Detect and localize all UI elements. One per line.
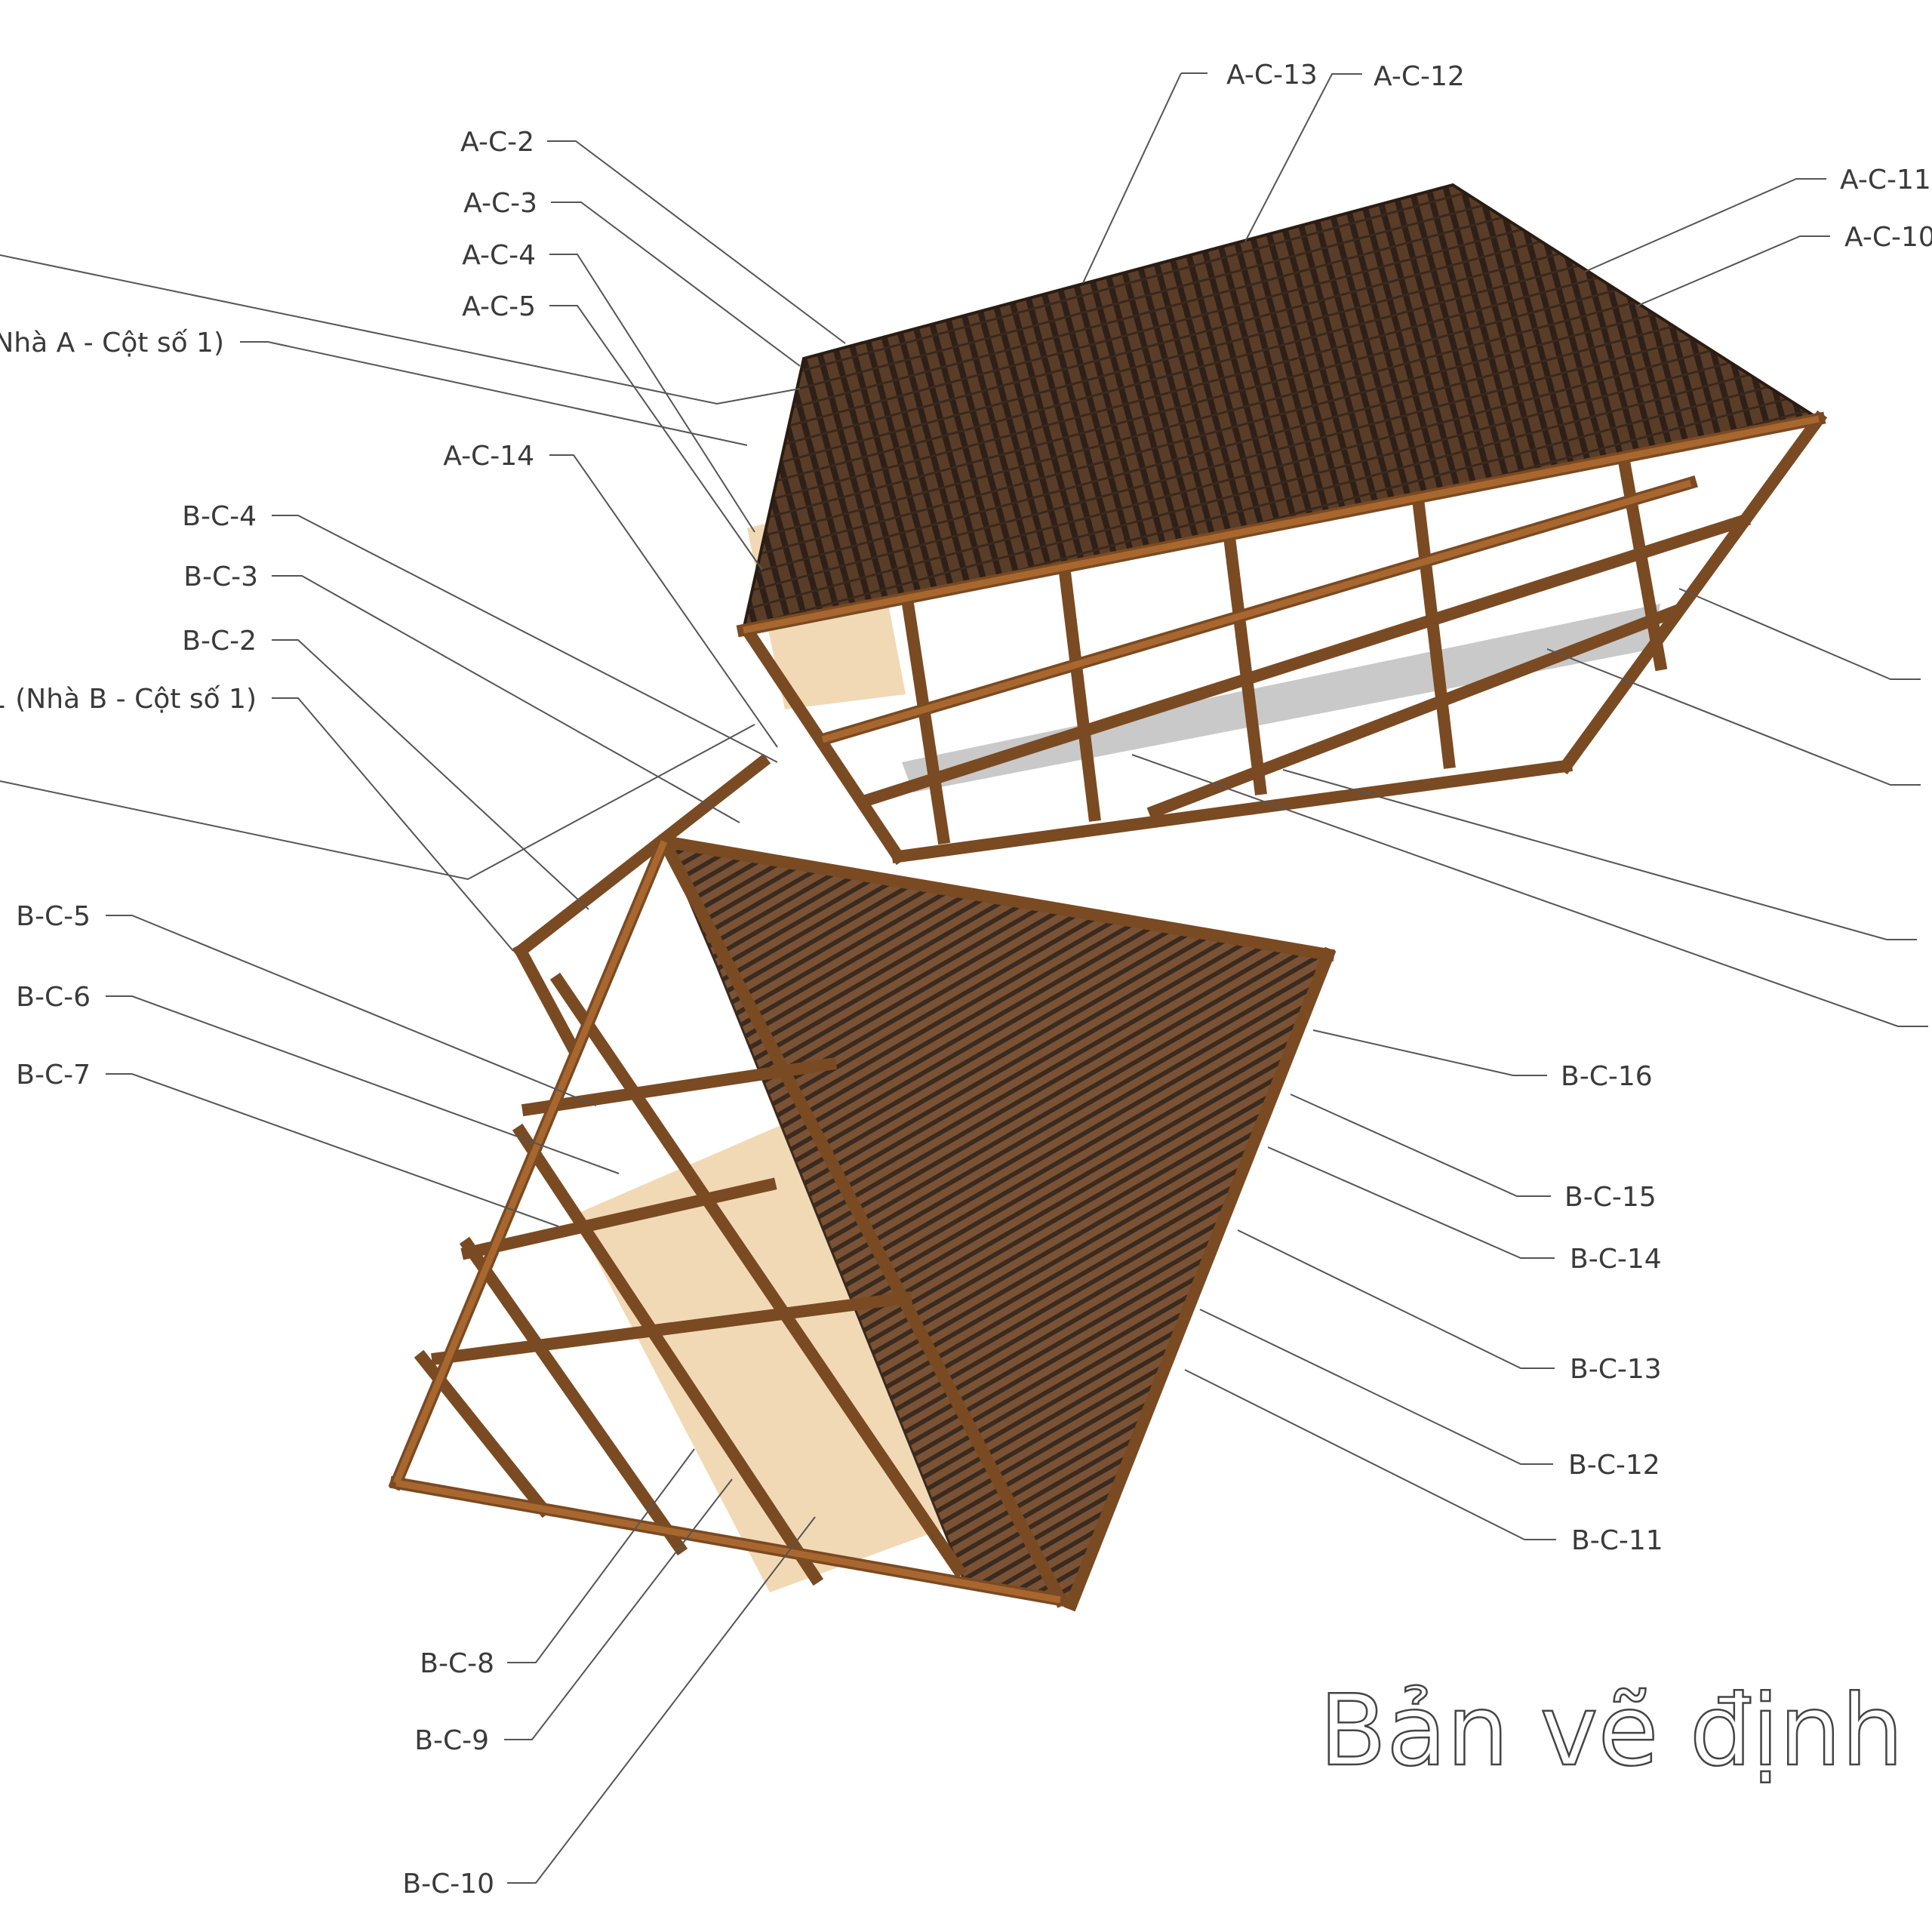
label-b-c-7: B-C-7	[16, 1060, 91, 1091]
label-b-c-15: B-C-15	[1564, 1182, 1657, 1213]
label-a-c-2: A-C-2	[460, 127, 534, 158]
label-b-c-6: B-C-6	[16, 982, 91, 1013]
label-b-c-5: B-C-5	[16, 901, 91, 932]
label-b-c-2: B-C-2	[182, 626, 257, 657]
label-a-c-12: A-C-12	[1374, 61, 1465, 92]
label-a-c-4: A-C-4	[462, 240, 536, 271]
building-b-frame	[388, 753, 1337, 1612]
label-b-c-16: B-C-16	[1561, 1061, 1653, 1092]
labels: A-C-13 A-C-12 A-C-11 A-C-10 A-C-2 A-C-3 …	[0, 60, 1932, 1900]
building-a-frame	[738, 410, 1828, 866]
building-a	[736, 183, 1828, 866]
building-a-roof	[741, 183, 1823, 632]
drawing-title: Bản vẽ định v	[1319, 1673, 1932, 1788]
label-b-c-14: B-C-14	[1570, 1244, 1662, 1275]
label-b-c-13: B-C-13	[1570, 1354, 1662, 1385]
label-b-c-10: B-C-10	[402, 1869, 494, 1900]
label-a-c-5: A-C-5	[462, 291, 536, 322]
label-b-c-8: B-C-8	[420, 1648, 494, 1679]
label-b-c-9: B-C-9	[414, 1725, 489, 1756]
label-b-c-11: B-C-11	[1571, 1525, 1663, 1556]
label-a-c-10: A-C-10	[1844, 222, 1932, 253]
label-a-c-3: A-C-3	[463, 188, 537, 219]
label-a-c-13: A-C-13	[1226, 60, 1318, 91]
label-b-c-3: B-C-3	[183, 561, 258, 592]
label-b-c-4: B-C-4	[182, 501, 257, 532]
label-a-c-1: (Nhà A - Cột số 1)	[0, 328, 224, 358]
building-b	[388, 753, 1337, 1612]
label-a-c-14: A-C-14	[443, 441, 534, 472]
label-b-c-1: -1 (Nhà B - Cột số 1)	[0, 684, 257, 715]
leader-lines	[0, 72, 1928, 1884]
label-b-c-12: B-C-12	[1568, 1450, 1660, 1481]
label-a-c-11: A-C-11	[1840, 165, 1931, 195]
